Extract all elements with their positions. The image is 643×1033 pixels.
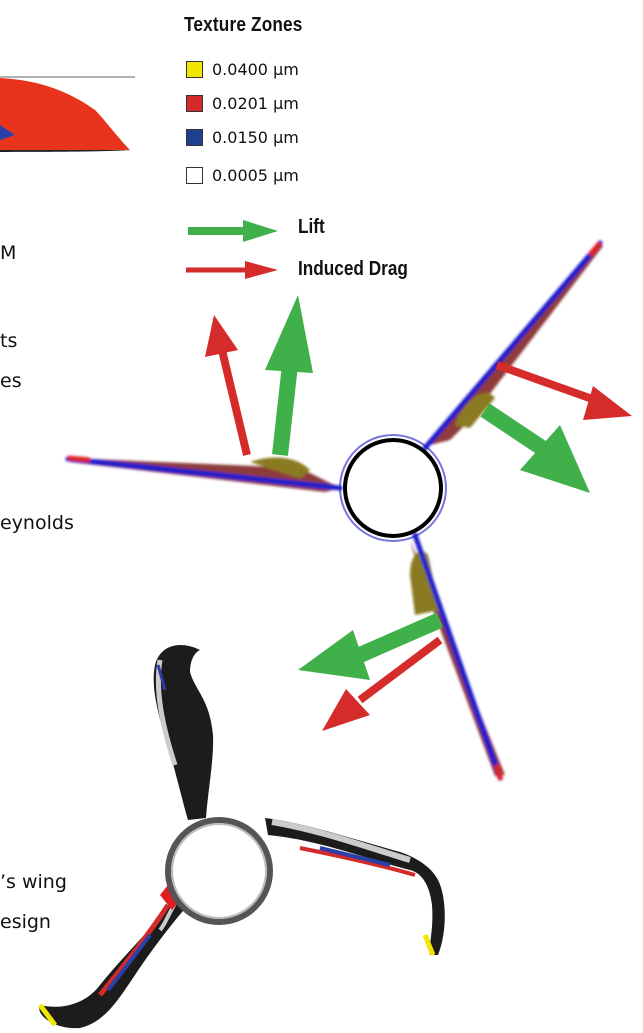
blade-lower <box>410 532 505 781</box>
swatch-white <box>186 166 203 184</box>
body-text-fragment-5: ’s wing <box>0 871 67 893</box>
legend-item-label: 0.0005 μm <box>212 165 299 185</box>
lift-arrow-left <box>265 295 313 373</box>
rotor-top <box>65 240 603 781</box>
induced-drag-label: Induced Drag <box>298 258 408 280</box>
legend-item-2: 0.0150 μm <box>186 127 299 147</box>
hub-top <box>343 438 443 538</box>
body-text-fragment-4: eynolds <box>0 512 74 534</box>
legend-item-0: 0.0400 μm <box>186 59 299 79</box>
force-arrows <box>205 295 632 731</box>
legend-item-1: 0.0201 μm <box>186 93 299 113</box>
lift-label: Lift <box>298 216 325 238</box>
body-text-fragment-2: ts <box>0 330 18 352</box>
body-text-fragment-3: es <box>0 370 22 392</box>
blade-left <box>65 455 343 492</box>
legend-drag-arrow <box>245 261 278 279</box>
blade-upper-right <box>422 240 603 451</box>
drag-arrow-right <box>583 386 632 420</box>
airfoil-section <box>0 76 135 152</box>
drag-arrow-lower <box>322 689 370 731</box>
lift-arrow-right <box>520 425 590 493</box>
swatch-red <box>186 94 203 112</box>
legend-lift-arrow <box>243 220 278 242</box>
body-text-fragment-6: esign <box>0 911 51 933</box>
legend-arrows <box>186 220 278 279</box>
body-text-fragment-1: M <box>0 242 17 264</box>
legend-title: Texture Zones <box>184 14 303 36</box>
rotor-3d-render <box>38 645 445 1029</box>
lift-arrow-lower <box>298 630 370 680</box>
legend-item-label: 0.0150 μm <box>212 127 299 147</box>
swatch-blue <box>186 128 203 146</box>
legend-item-3: 0.0005 μm <box>186 165 299 185</box>
drag-arrow-left <box>205 315 238 357</box>
legend-item-label: 0.0201 μm <box>212 93 299 113</box>
hub-3d <box>165 817 273 925</box>
swatch-yellow <box>186 60 203 78</box>
legend-item-label: 0.0400 μm <box>212 59 299 79</box>
